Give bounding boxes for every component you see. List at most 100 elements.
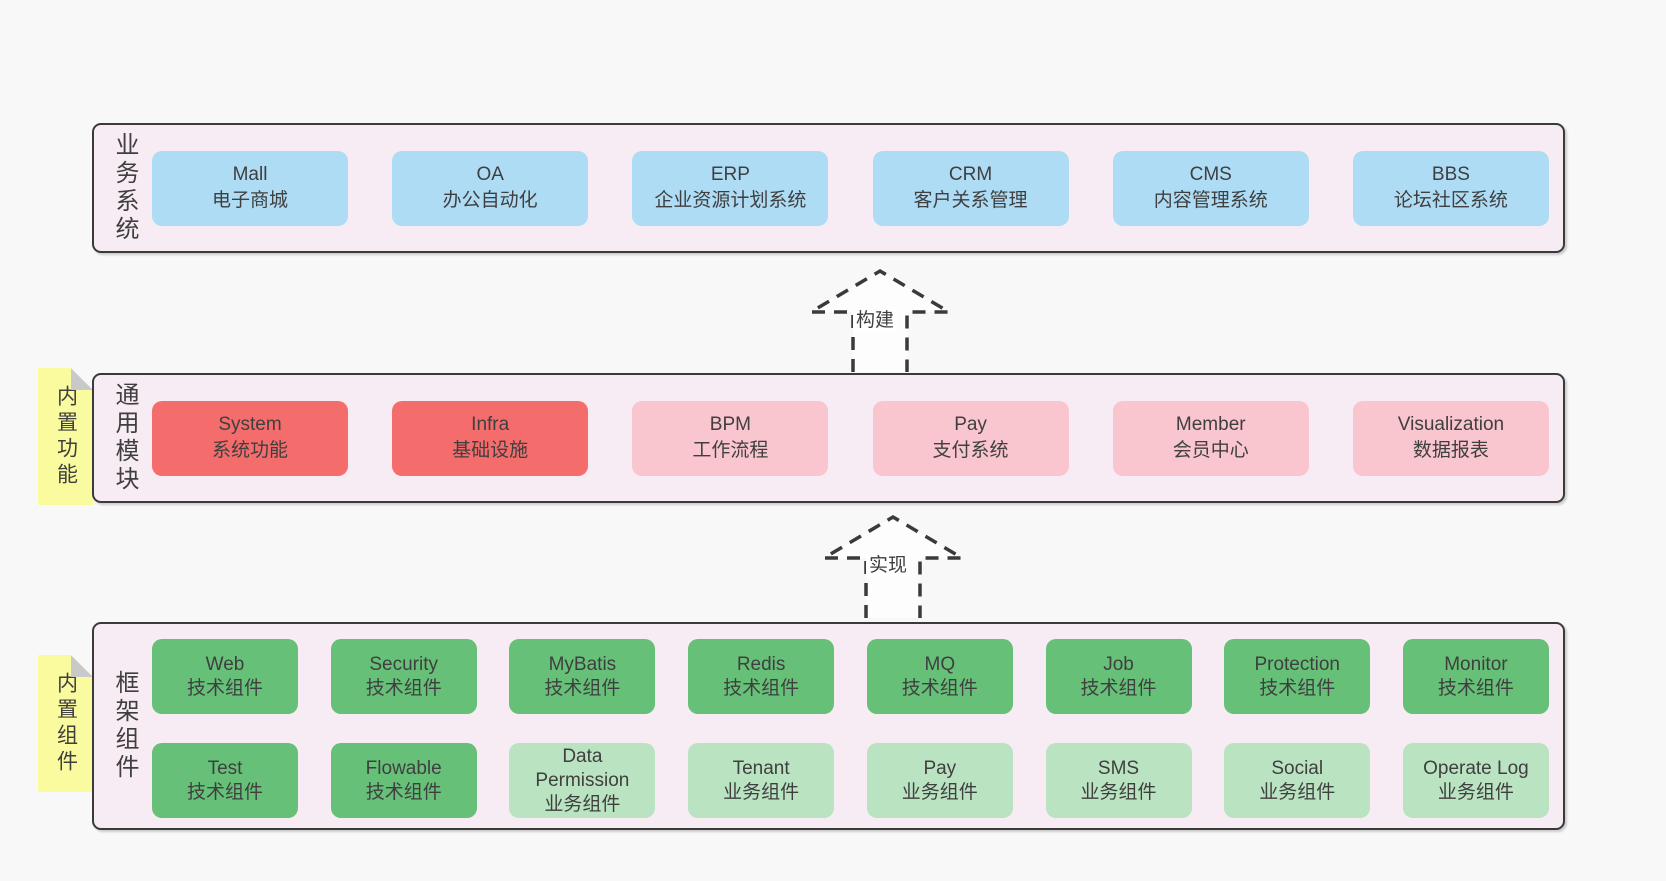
- box-subtitle: 基础设施: [452, 440, 529, 461]
- box-title: System: [218, 414, 282, 435]
- box-title: Operate Log: [1423, 757, 1529, 779]
- layer-components-label: 框架组件: [111, 670, 138, 782]
- sticky-note-label: 内置组件: [54, 671, 78, 776]
- box-title: BBS: [1431, 164, 1470, 185]
- box-title: Protection: [1254, 653, 1340, 675]
- box-cms: CMS 内容管理系统: [1112, 150, 1309, 226]
- box-subtitle: 内容管理系统: [1153, 190, 1268, 211]
- box-redis: Redis 技术组件: [688, 639, 835, 714]
- box-title: CMS: [1189, 164, 1232, 185]
- box-subtitle: 技术组件: [1437, 677, 1514, 699]
- box-sms: SMS 业务组件: [1045, 743, 1192, 818]
- box-subtitle: 业务组件: [723, 781, 800, 803]
- box-subtitle: 会员中心: [1172, 440, 1249, 461]
- sticky-note-builtin-features: 内置功能: [38, 368, 93, 505]
- box-visualization: Visualization 数据报表: [1352, 400, 1549, 476]
- box-subtitle: 工作流程: [692, 440, 769, 461]
- box-subtitle: 业务组件: [1080, 781, 1157, 803]
- box-title: Security: [369, 653, 439, 675]
- box-title: Test: [207, 757, 243, 779]
- sticky-note-label: 内置功能: [54, 384, 78, 489]
- box-title: BPM: [709, 414, 751, 435]
- box-infra: Infra 基础设施: [392, 400, 589, 476]
- box-subtitle: 办公自动化: [442, 190, 538, 211]
- box-title: Social: [1271, 757, 1324, 779]
- box-subtitle: 系统功能: [211, 440, 288, 461]
- box-bpm: BPM 工作流程: [632, 400, 829, 476]
- box-title: Data Permission: [535, 745, 630, 791]
- implement-arrow-label: 实现: [866, 555, 911, 577]
- layer-business-label: 业务系统: [111, 132, 138, 244]
- box-erp: ERP 企业资源计划系统: [632, 150, 829, 226]
- box-bbs: BBS 论坛社区系统: [1352, 150, 1549, 226]
- box-title: OA: [476, 164, 504, 185]
- box-system: System 系统功能: [152, 400, 348, 476]
- box-web: Web 技术组件: [152, 639, 298, 714]
- box-subtitle: 技术组件: [186, 677, 263, 699]
- folded-corner-icon: [71, 368, 93, 390]
- box-subtitle: 技术组件: [1080, 677, 1157, 699]
- box-title: Flowable: [365, 757, 442, 779]
- business-boxes-row: Mall 电子商城 OA 办公自动化 ERP 企业资源计划系统 CRM 客户关系…: [94, 125, 1563, 251]
- box-social: Social 业务组件: [1224, 743, 1371, 818]
- box-protection: Protection 技术组件: [1224, 639, 1371, 714]
- sticky-note-builtin-components: 内置组件: [38, 655, 93, 792]
- box-title: SMS: [1097, 757, 1140, 779]
- box-mybatis: MyBatis 技术组件: [509, 639, 656, 714]
- box-subtitle: 技术组件: [723, 677, 800, 699]
- box-subtitle: 论坛社区系统: [1393, 190, 1508, 211]
- box-title: Tenant: [732, 757, 790, 779]
- box-monitor: Monitor 技术组件: [1402, 639, 1549, 714]
- box-pay-business: Pay 业务组件: [866, 743, 1013, 818]
- components-row-1: Web 技术组件 Security 技术组件 MyBatis 技术组件 Redi…: [94, 639, 1563, 714]
- box-operate-log: Operate Log 业务组件: [1402, 743, 1549, 818]
- layer-modules-label: 通用模块: [111, 382, 138, 494]
- box-subtitle: 技术组件: [901, 677, 978, 699]
- box-title: Pay: [923, 757, 957, 779]
- box-mq: MQ 技术组件: [866, 639, 1013, 714]
- box-security: Security 技术组件: [330, 639, 477, 714]
- box-subtitle: 数据报表: [1412, 440, 1489, 461]
- box-title: MyBatis: [548, 653, 617, 675]
- box-oa: OA 办公自动化: [392, 150, 589, 226]
- box-subtitle: 客户关系管理: [913, 190, 1028, 211]
- box-tenant: Tenant 业务组件: [688, 743, 835, 818]
- box-flowable: Flowable 技术组件: [330, 743, 477, 818]
- box-data-permission: Data Permission 业务组件: [509, 743, 656, 818]
- box-subtitle: 技术组件: [365, 677, 442, 699]
- box-title: Infra: [471, 414, 510, 435]
- box-title: Mall: [232, 164, 268, 185]
- box-job: Job 技术组件: [1045, 639, 1192, 714]
- box-title: Job: [1103, 653, 1134, 675]
- layer-framework-components: 框架组件 Web 技术组件 Security 技术组件 MyBatis 技术组件…: [92, 622, 1565, 830]
- modules-boxes-row: System 系统功能 Infra 基础设施 BPM 工作流程 Pay 支付系统…: [94, 375, 1563, 501]
- box-title: ERP: [710, 164, 750, 185]
- components-row-2: Test 技术组件 Flowable 技术组件 Data Permission …: [94, 743, 1563, 818]
- layer-business-systems: 业务系统 Mall 电子商城 OA 办公自动化 ERP 企业资源计划系统 CRM…: [92, 123, 1565, 253]
- box-title: MQ: [924, 653, 956, 675]
- box-mall: Mall 电子商城: [152, 150, 348, 226]
- box-crm: CRM 客户关系管理: [872, 150, 1069, 226]
- box-title: Visualization: [1397, 414, 1505, 435]
- box-subtitle: 技术组件: [1259, 677, 1336, 699]
- box-subtitle: 业务组件: [544, 793, 621, 815]
- box-subtitle: 技术组件: [365, 781, 442, 803]
- box-title: Redis: [736, 653, 786, 675]
- box-title: Monitor: [1444, 653, 1508, 675]
- box-pay: Pay 支付系统: [872, 400, 1069, 476]
- box-subtitle: 业务组件: [1259, 781, 1336, 803]
- box-subtitle: 企业资源计划系统: [654, 190, 807, 211]
- box-title: Member: [1175, 414, 1246, 435]
- box-subtitle: 业务组件: [1437, 781, 1514, 803]
- box-subtitle: 技术组件: [544, 677, 621, 699]
- box-title: CRM: [948, 164, 993, 185]
- box-subtitle: 支付系统: [932, 440, 1009, 461]
- box-member: Member 会员中心: [1112, 400, 1309, 476]
- folded-corner-icon: [71, 655, 93, 677]
- box-subtitle: 业务组件: [901, 781, 978, 803]
- build-arrow-label: 构建: [853, 310, 898, 332]
- box-subtitle: 技术组件: [186, 781, 263, 803]
- layer-common-modules: 通用模块 System 系统功能 Infra 基础设施 BPM 工作流程 Pay…: [92, 373, 1565, 503]
- box-title: Web: [205, 653, 245, 675]
- box-subtitle: 电子商城: [211, 190, 288, 211]
